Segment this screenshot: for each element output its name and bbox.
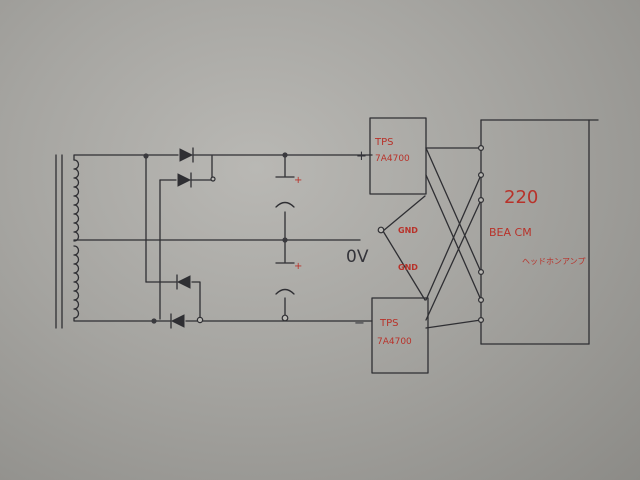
amplifier-box: [480, 119, 599, 345]
reg-bottom-line2: 7A4700: [377, 337, 412, 347]
diode-bottom-lower: [170, 313, 185, 329]
capacitor-top: [275, 176, 295, 208]
minus-label: −: [354, 316, 365, 331]
gnd-label-upper: GND: [398, 226, 418, 235]
diode-bottom-upper: [176, 274, 191, 290]
cap-bottom-plus-label: +: [294, 261, 302, 272]
reg-bottom-line1: TPS: [379, 318, 399, 329]
transformer-winding-lower: [73, 245, 80, 319]
zero-volt-label: 0V: [346, 247, 369, 267]
reg-top-line1: TPS: [374, 137, 394, 148]
plus-label: +: [356, 149, 367, 164]
amp-label-line3: ヘッドホンアンプ: [522, 257, 585, 266]
diode-top-upper: [179, 147, 194, 163]
junction-dots: [143, 152, 385, 324]
regulator-top-box: [369, 117, 427, 195]
transformer-winding-upper: [73, 159, 80, 242]
regulator-bottom-box: [371, 297, 429, 374]
amp-label-line1: 220: [504, 187, 538, 208]
cap-top-plus-label: +: [294, 175, 302, 186]
diode-top-lower: [177, 172, 192, 188]
amp-label-line2: BEA CM: [489, 226, 532, 239]
wiring: [73, 147, 482, 329]
reg-top-line2: 7A4700: [375, 154, 410, 164]
capacitor-bottom: [275, 262, 295, 295]
transformer-core: [55, 154, 63, 329]
amplifier-pins: [478, 145, 485, 324]
gnd-label-lower: GND: [398, 263, 418, 272]
